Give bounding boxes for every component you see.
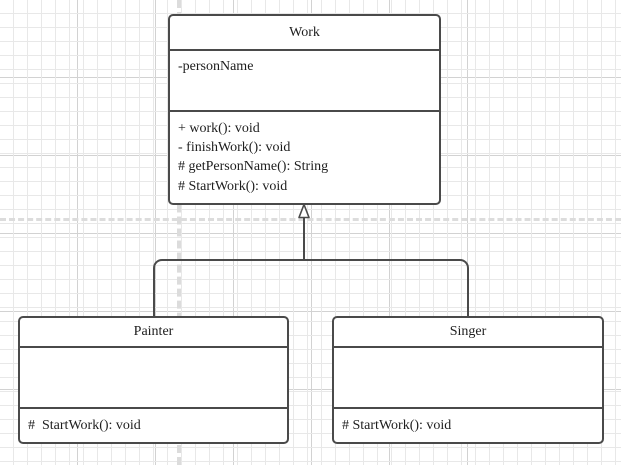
- class-methods-singer[interactable]: # StartWork(): void: [334, 409, 602, 442]
- inheritance-branch-lines: [153, 259, 469, 317]
- vertical-guide-line: [177, 0, 181, 465]
- class-attributes-work[interactable]: -personName: [170, 51, 439, 112]
- uml-class-painter[interactable]: Painter # StartWork(): void: [18, 316, 289, 444]
- method-row: # StartWork(): void: [342, 417, 452, 433]
- method-row: # getPersonName(): String: [178, 159, 329, 175]
- attribute-row: -personName: [178, 59, 254, 75]
- class-name-singer: Singer: [334, 318, 602, 348]
- method-row: + work(): void: [178, 120, 260, 136]
- class-attributes-painter[interactable]: [20, 348, 287, 409]
- inheritance-stem-line: [303, 217, 305, 261]
- method-row: - finishWork(): void: [178, 140, 291, 156]
- method-row: # StartWork(): void: [28, 417, 141, 433]
- class-methods-work[interactable]: + work(): void - finishWork(): void # ge…: [170, 112, 439, 203]
- method-row: # StartWork(): void: [178, 178, 288, 194]
- uml-class-singer[interactable]: Singer # StartWork(): void: [332, 316, 604, 444]
- class-name-work: Work: [170, 16, 439, 52]
- horizontal-guide-line: [0, 218, 621, 221]
- class-attributes-singer[interactable]: [334, 348, 602, 409]
- class-name-painter: Painter: [20, 318, 287, 348]
- uml-class-work[interactable]: Work -personName + work(): void - finish…: [168, 14, 441, 205]
- class-methods-painter[interactable]: # StartWork(): void: [20, 409, 287, 442]
